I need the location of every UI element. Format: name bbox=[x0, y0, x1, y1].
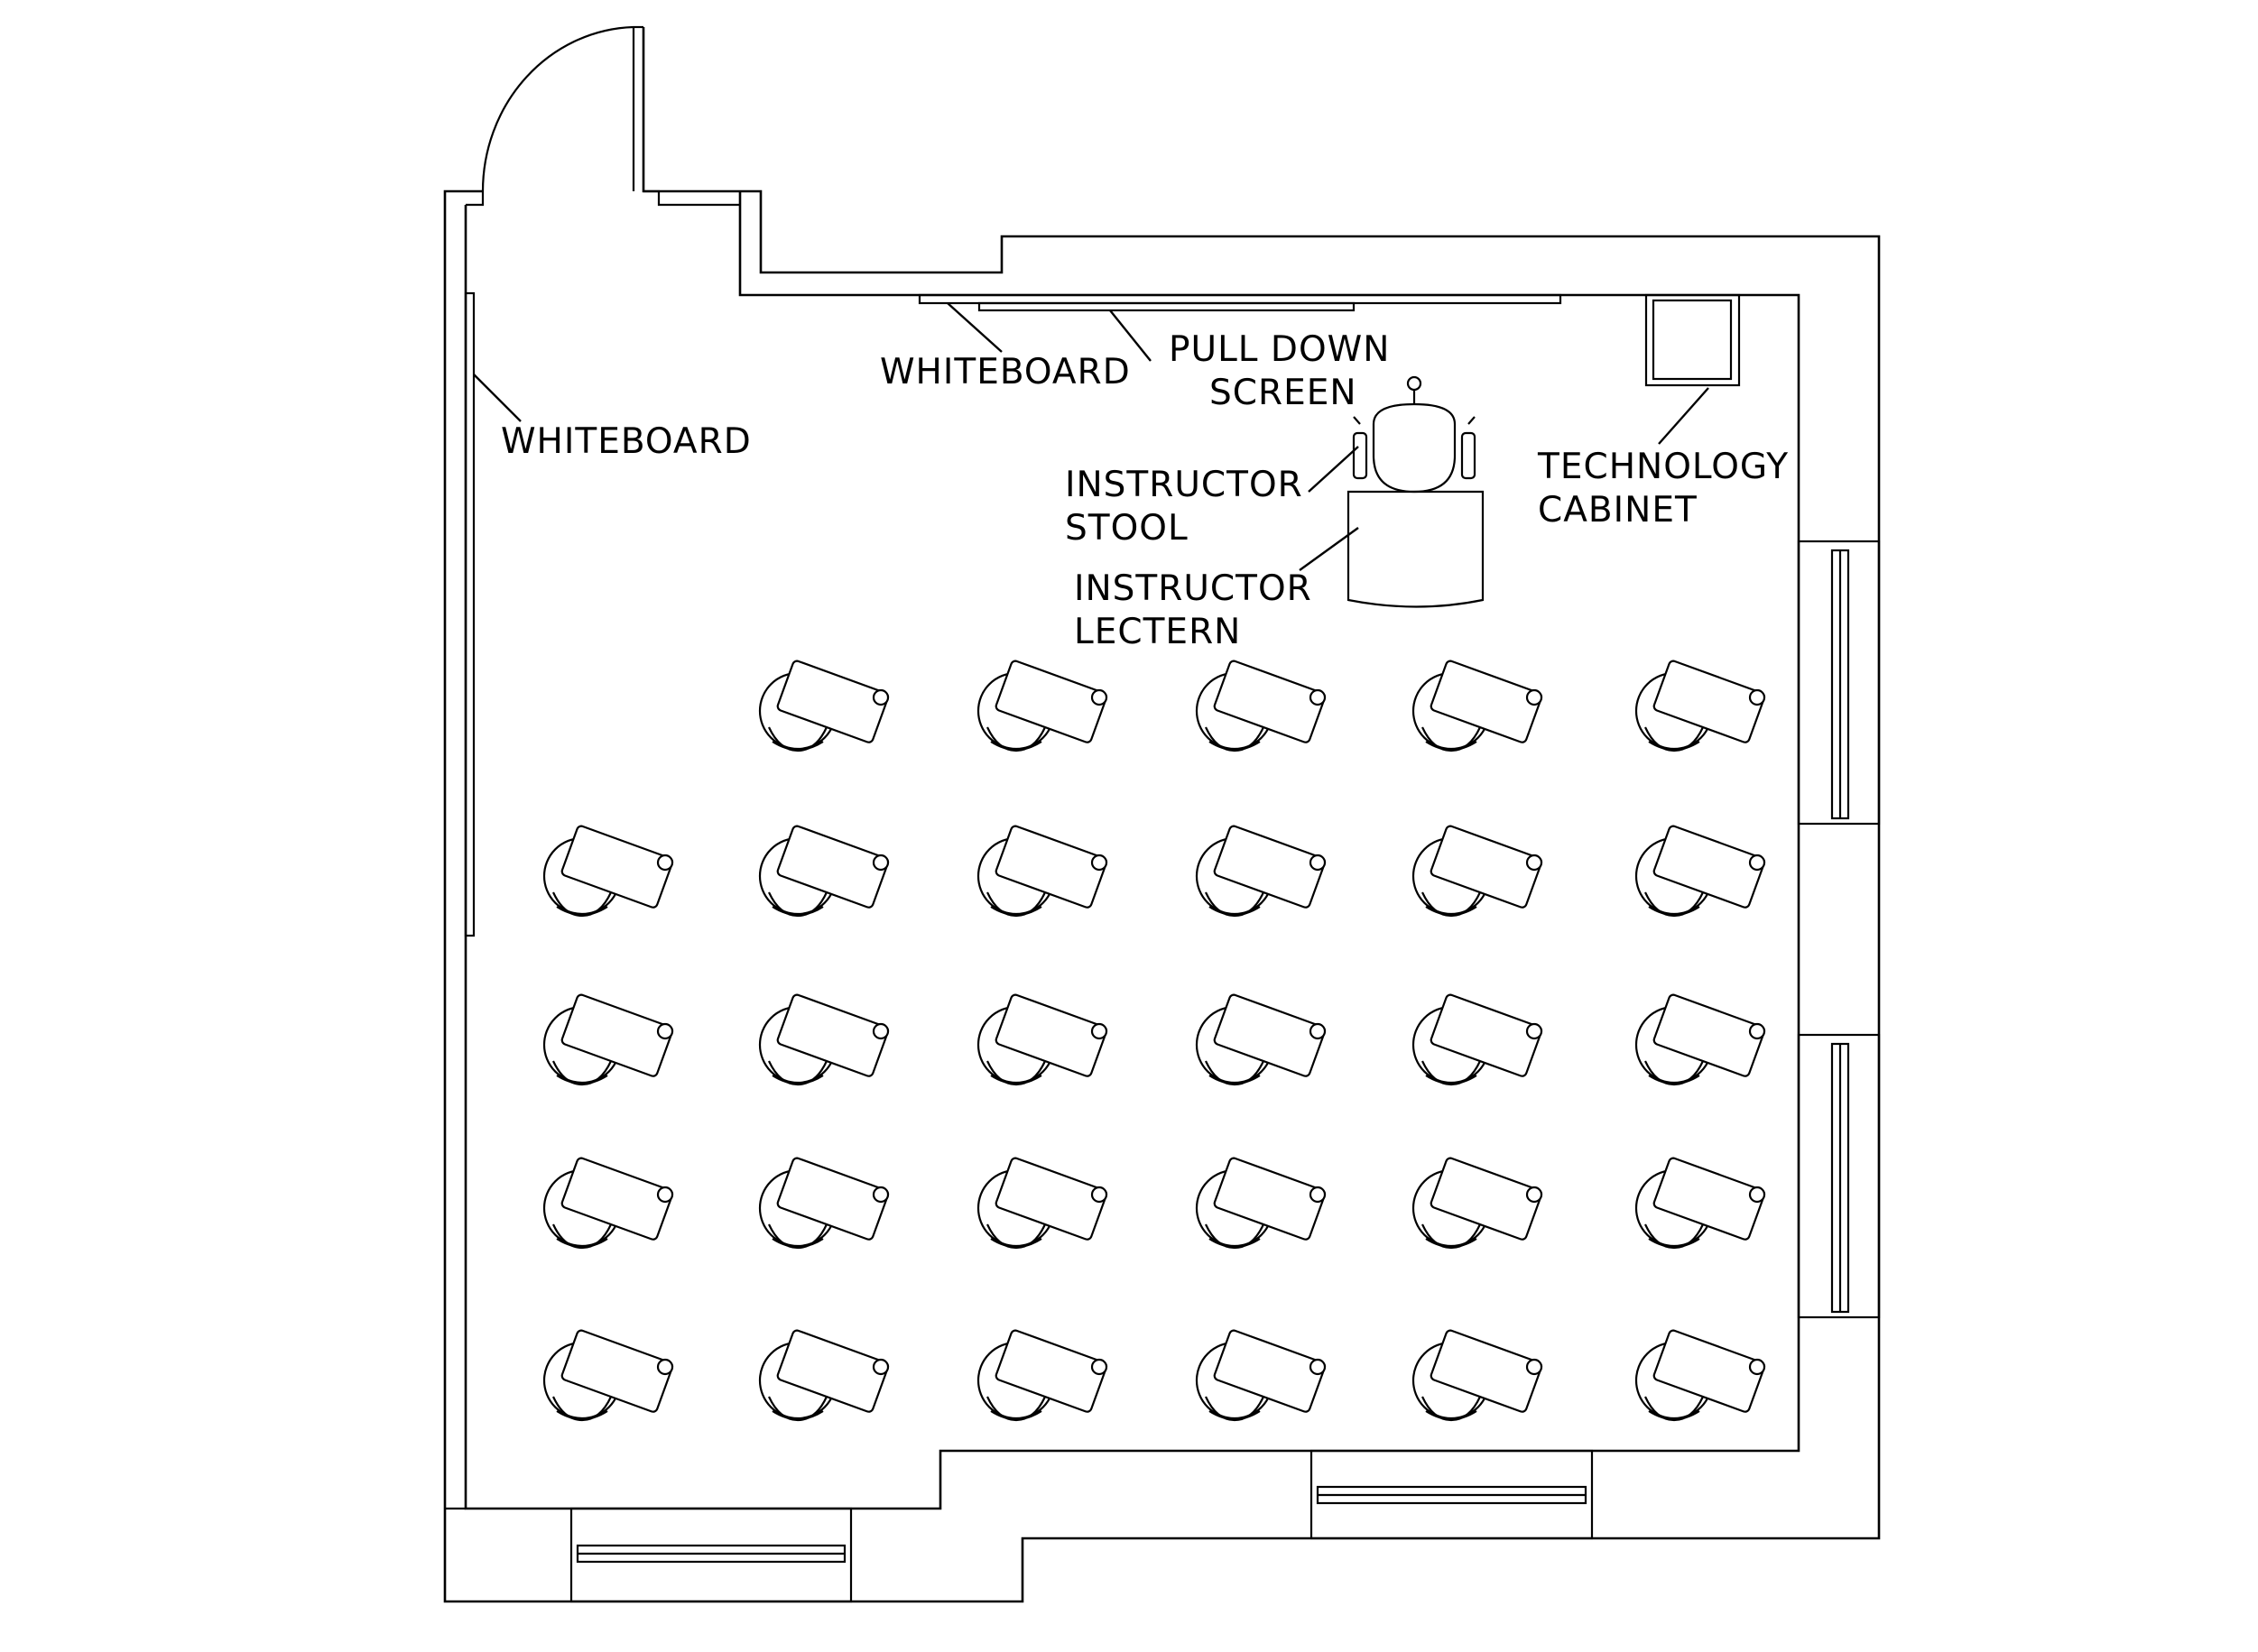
stool-leader bbox=[1308, 446, 1359, 493]
student-chair-row-4-col-1 bbox=[542, 1156, 675, 1250]
student-chair-row-2-col-3 bbox=[976, 824, 1109, 918]
lectern-label-line1: INSTRUCTOR bbox=[1074, 568, 1312, 609]
window-right-lower bbox=[1797, 1033, 1881, 1319]
cabinet-label-line2: CABINET bbox=[1538, 490, 1698, 531]
interior-wall bbox=[464, 191, 1800, 1510]
student-chair-row-4-col-3 bbox=[976, 1156, 1109, 1250]
whiteboard-left-label: WHITEBOARD bbox=[501, 421, 752, 462]
screen-label-line2: SCREEN bbox=[1209, 373, 1357, 413]
student-chair-row-3-col-3 bbox=[976, 992, 1109, 1086]
exterior-wall bbox=[443, 27, 1881, 1603]
cabinet-label-line1: TECHNOLOGY bbox=[1537, 447, 1789, 487]
window-bottom-left bbox=[569, 1507, 853, 1603]
student-chair-row-5-col-3 bbox=[976, 1328, 1109, 1422]
student-chair-row-1-col-4 bbox=[1195, 659, 1328, 752]
pull-down-screen: PULL DOWN SCREEN bbox=[977, 301, 1390, 413]
technology-cabinet: TECHNOLOGY CABINET bbox=[1537, 293, 1789, 531]
student-chair-row-5-col-1 bbox=[542, 1328, 675, 1422]
screen-leader bbox=[1109, 309, 1152, 362]
whiteboard-top-leader bbox=[947, 302, 1003, 353]
student-chair-row-1-col-5 bbox=[1411, 659, 1544, 752]
student-chair-row-4-col-2 bbox=[758, 1156, 891, 1250]
student-chair-row-1-col-3 bbox=[976, 659, 1109, 752]
door-jamb-right bbox=[643, 189, 740, 207]
stool-label-line1: INSTRUCTOR bbox=[1065, 465, 1303, 505]
windows bbox=[569, 540, 1881, 1603]
screen-label-line1: PULL DOWN bbox=[1169, 329, 1390, 370]
instructor-lectern: INSTRUCTOR LECTERN bbox=[1074, 490, 1485, 652]
cabinet-leader bbox=[1658, 387, 1709, 445]
student-chair-row-2-col-4 bbox=[1195, 824, 1328, 918]
door-swing-arc bbox=[481, 25, 634, 192]
whiteboard-left-leader bbox=[473, 374, 522, 422]
stool-label-line2: STOOL bbox=[1065, 508, 1189, 549]
student-chair-row-5-col-5 bbox=[1411, 1328, 1544, 1422]
student-chair-row-2-col-6 bbox=[1634, 824, 1767, 918]
whiteboard-left: WHITEBOARD bbox=[464, 291, 752, 937]
student-chair-row-2-col-2 bbox=[758, 824, 891, 918]
entry-door bbox=[481, 25, 643, 192]
student-chair-row-4-col-5 bbox=[1411, 1156, 1544, 1250]
student-chair-row-4-col-6 bbox=[1634, 1156, 1767, 1250]
instructor-stool: INSTRUCTOR STOOL bbox=[1065, 375, 1476, 549]
whiteboard-top-label: WHITEBOARD bbox=[880, 352, 1131, 392]
student-chair-row-5-col-4 bbox=[1195, 1328, 1328, 1422]
window-bottom-right bbox=[1309, 1449, 1594, 1540]
student-chair-row-3-col-6 bbox=[1634, 992, 1767, 1086]
student-chair-row-3-col-4 bbox=[1195, 992, 1328, 1086]
student-chair-row-5-col-6 bbox=[1634, 1328, 1767, 1422]
student-chair-row-1-col-6 bbox=[1634, 659, 1767, 752]
whiteboard-top: WHITEBOARD bbox=[880, 293, 1562, 392]
student-chair-row-4-col-4 bbox=[1195, 1156, 1328, 1250]
student-chair-row-2-col-1 bbox=[542, 824, 675, 918]
student-chair-row-2-col-5 bbox=[1411, 824, 1544, 918]
door-jamb-left bbox=[466, 191, 485, 207]
window-right-upper bbox=[1797, 540, 1881, 826]
student-chair-row-3-col-2 bbox=[758, 992, 891, 1086]
student-chair-row-3-col-5 bbox=[1411, 992, 1544, 1086]
lectern-label-line2: LECTERN bbox=[1074, 612, 1241, 652]
student-seating bbox=[542, 659, 1767, 1422]
student-chair-row-3-col-1 bbox=[542, 992, 675, 1086]
lectern-leader bbox=[1299, 527, 1359, 571]
student-chair-row-1-col-2 bbox=[758, 659, 891, 752]
student-chair-row-5-col-2 bbox=[758, 1328, 891, 1422]
